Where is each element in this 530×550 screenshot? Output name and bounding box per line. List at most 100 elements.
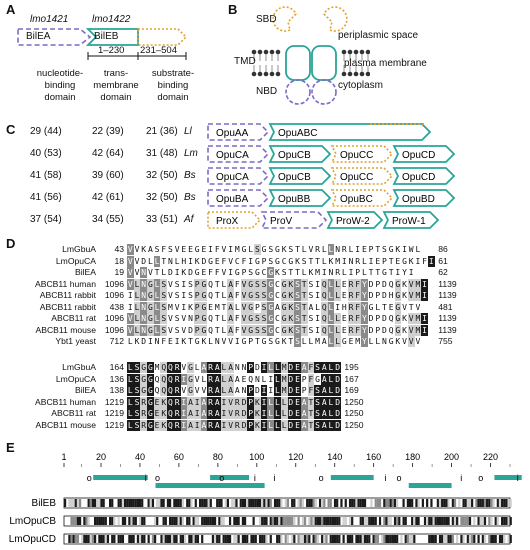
residue: I	[180, 373, 188, 385]
residue: L	[208, 337, 213, 346]
residue: R	[140, 396, 148, 408]
residue: F	[422, 256, 427, 266]
sbd-left-lobe	[272, 6, 297, 32]
residue: S	[160, 278, 168, 290]
conservation-bar	[291, 499, 294, 507]
topology-inside-mark: i	[254, 473, 256, 483]
residue: A	[275, 302, 280, 312]
residue: L	[127, 408, 134, 419]
conservation-bar	[205, 499, 208, 507]
residue: E	[341, 325, 347, 335]
conservation-bar	[436, 517, 439, 525]
residue: I	[228, 245, 234, 254]
residue: Q	[320, 290, 328, 301]
residue: V	[127, 313, 134, 324]
tm-helix-bar	[330, 475, 374, 480]
conservation-bar	[303, 535, 307, 543]
tmd-right	[311, 45, 337, 81]
residue: K	[402, 291, 407, 300]
residue: V	[240, 324, 248, 336]
residue: D	[287, 362, 295, 373]
residue: I	[228, 268, 234, 277]
residue: L	[133, 290, 141, 301]
sbd-label: SBD	[256, 14, 277, 25]
conservation-bar	[162, 535, 165, 543]
domain-label-tmd-line1: trans-	[103, 68, 129, 79]
residue: A	[227, 373, 234, 385]
residue: S	[188, 291, 193, 300]
conservation-bar	[488, 517, 491, 525]
residue: V	[168, 325, 173, 335]
residue: I	[315, 325, 320, 335]
residue: K	[254, 408, 261, 419]
conservation-bar	[494, 517, 497, 525]
conservation-bar	[177, 517, 180, 525]
conservation-bar	[284, 517, 287, 525]
residue: S	[308, 325, 314, 335]
conservation-bar	[413, 517, 416, 525]
conservation-bar	[186, 499, 189, 507]
sequence-end: 1250	[344, 408, 364, 418]
conservation-bar	[276, 499, 279, 507]
residue: T	[300, 324, 308, 336]
residue: R	[347, 324, 355, 336]
residue: V	[240, 278, 248, 290]
residue: C	[261, 268, 267, 277]
conservation-bar	[378, 499, 382, 507]
residue: I	[348, 268, 354, 277]
conservation-bar	[104, 517, 107, 525]
conservation-bar	[376, 535, 379, 543]
topology-inside-mark: i	[273, 473, 275, 483]
cytoplasm-label: cytoplasm	[338, 80, 384, 91]
residue: F	[307, 385, 315, 396]
residue: A	[234, 374, 240, 384]
lipid-head	[359, 49, 365, 55]
conservation-bar	[383, 499, 386, 507]
residue: A	[187, 396, 194, 408]
residue: T	[300, 301, 308, 313]
residue: L	[341, 268, 347, 277]
residue: L	[153, 313, 161, 324]
residue: R	[207, 408, 214, 419]
sequence-start: 1219	[104, 419, 124, 430]
residue: N	[348, 256, 354, 266]
conservation-bar	[417, 517, 420, 525]
gene-arrow	[207, 211, 262, 229]
residue: G	[247, 290, 255, 301]
residue: G	[394, 324, 402, 336]
conservation-bar	[490, 499, 493, 507]
residue: F	[214, 245, 220, 254]
conservation-bar	[89, 499, 92, 507]
residue: G	[234, 268, 240, 277]
conservation-bar	[398, 517, 401, 525]
conservation-bar	[368, 517, 371, 525]
identity-value: 42 (64)	[92, 148, 124, 159]
conservation-bar	[134, 517, 137, 525]
conservation-bar	[196, 535, 200, 543]
residue: G	[267, 267, 275, 278]
residue: T	[315, 256, 320, 266]
residue: S	[160, 313, 168, 324]
conservation-bar	[374, 535, 377, 543]
residue: L	[220, 362, 228, 373]
residue: S	[133, 373, 141, 385]
residue: P	[193, 301, 201, 313]
conservation-bar	[325, 535, 328, 543]
residue: G	[394, 290, 402, 301]
residue: M	[414, 324, 422, 336]
residue: L	[153, 290, 161, 301]
conservation-bar	[391, 499, 394, 507]
conservation-bar	[406, 499, 409, 507]
conservation-bar	[393, 499, 397, 507]
residue: V	[402, 337, 407, 346]
gene-arrow	[326, 211, 384, 229]
conservation-bar	[468, 499, 472, 507]
